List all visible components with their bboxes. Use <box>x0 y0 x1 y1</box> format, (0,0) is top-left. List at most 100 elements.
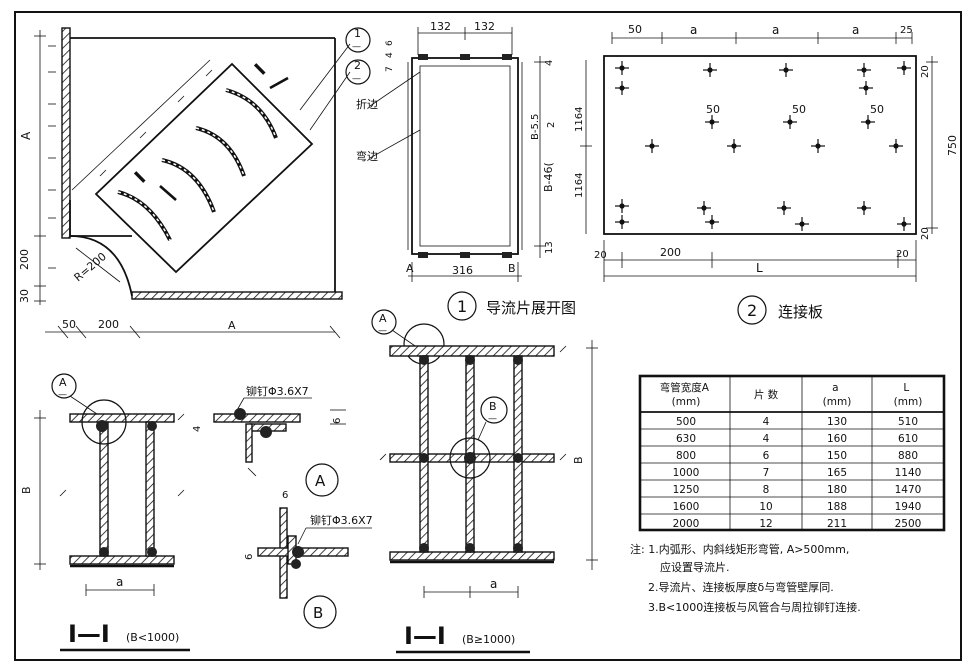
table-cell: 165 <box>827 467 847 479</box>
table-cell: 7 <box>763 467 770 479</box>
detail-A: 铆钉Φ3.6X7 6 4 A <box>192 384 346 497</box>
note-line-3: 2.导流片、连接板厚度δ与弯管壁厚同. <box>648 580 834 594</box>
table-cell: 130 <box>827 416 847 428</box>
small-subtitle: (B<1000) <box>126 631 179 644</box>
detail-A-rivet: 铆钉Φ3.6X7 <box>246 384 309 398</box>
plate-dim-a3: a <box>852 23 859 37</box>
mark-a: A <box>406 262 414 275</box>
dim-6: 6 <box>385 40 395 46</box>
hole-50-1: 50 <box>706 103 720 116</box>
plate-dim-1164-bot: 1164 <box>574 173 585 198</box>
svg-text:L (mm): L (mm) <box>894 382 923 408</box>
callout-2-sub: — <box>352 74 361 84</box>
dim-200-bottom: 200 <box>98 318 119 331</box>
caption-2-num: 2 <box>747 301 757 320</box>
plate-dim-L: L <box>756 261 763 275</box>
dim-A-vertical: A <box>19 131 33 140</box>
label-bend: 弯边 <box>356 149 378 163</box>
dim-4-top: 4 <box>544 60 555 66</box>
plate-dim-750: 750 <box>946 135 959 156</box>
dim-200: 200 <box>18 249 31 270</box>
plate-dim-a2: a <box>772 23 779 37</box>
dim-fraction-bottom: 2 <box>546 122 557 128</box>
large-callout-B-sub: — <box>488 414 497 424</box>
dim-r200: R=200 <box>72 250 109 284</box>
plate-dim-50: 50 <box>628 23 642 36</box>
table-cell: 1140 <box>895 467 922 479</box>
th-count: 片 数 <box>754 388 779 401</box>
section-mark-lower: I <box>131 168 151 188</box>
th-L-l2: (mm) <box>894 396 923 408</box>
small-callout-sub: — <box>58 390 67 400</box>
vane-development-view: 1 — 2 — 132 132 7 4 6 折边 弯边 B-46( B <box>345 20 576 321</box>
small-dim-a: a <box>116 575 123 589</box>
plate-dim-20-tr: 20 <box>920 65 931 78</box>
elbow-view: A 200 30 R=200 <box>18 27 351 339</box>
table-cell: 880 <box>898 450 918 462</box>
dim-30: 30 <box>18 289 31 303</box>
table-cell: 2500 <box>895 518 922 530</box>
large-title: I—I <box>404 622 446 650</box>
hole-50-2: 50 <box>792 103 806 116</box>
svg-text:a (mm): a (mm) <box>823 382 852 408</box>
notes: 注: 1.内弧形、内斜线矩形弯管, A>500mm, 应设置导流片. 2.导流片… <box>630 542 861 614</box>
large-dim-B: B <box>572 456 585 464</box>
detail-B-rivet: 铆钉Φ3.6X7 <box>310 513 373 527</box>
section-mark-upper: I <box>251 60 271 80</box>
table-cell: 6 <box>763 450 770 462</box>
table-cell: 800 <box>676 450 696 462</box>
plate-dim-a1: a <box>690 23 697 37</box>
section-large: A — B — B <box>371 309 598 654</box>
sheet-border <box>14 11 962 661</box>
callout-1-sub: — <box>352 42 361 52</box>
plate-dim-20-right: 20 <box>896 249 909 260</box>
table-cell: 610 <box>898 433 918 445</box>
th-width-l2: (mm) <box>672 396 701 408</box>
detail-A-dim-6: 6 <box>332 418 343 424</box>
table-cell: 150 <box>827 450 847 462</box>
dim-132-left: 132 <box>430 20 451 33</box>
detail-B-dim-6-side: 6 <box>244 554 255 560</box>
table-cell: 8 <box>763 484 770 496</box>
large-callout-A-sub: — <box>378 326 387 336</box>
small-dim-B: B <box>20 486 33 494</box>
plate-dim-20-br: 20 <box>920 227 931 240</box>
caption-1-text: 导流片展开图 <box>486 299 576 317</box>
small-title: I—I <box>68 620 110 648</box>
dim-50: 50 <box>62 318 76 331</box>
table-cell: 211 <box>827 518 847 530</box>
plate-dim-20-left: 20 <box>594 250 607 261</box>
large-subtitle: (B≥1000) <box>462 633 515 646</box>
table-cell: 1470 <box>895 484 922 496</box>
dim-4: 4 <box>385 52 395 58</box>
large-dim-a: a <box>490 577 497 591</box>
table-cell: 1940 <box>895 501 922 513</box>
svg-text:弯管宽度A (mm): 弯管宽度A (mm) <box>660 381 713 408</box>
dim-formula: B-46( <box>542 162 555 192</box>
table-cell: 1250 <box>673 484 700 496</box>
table-cell: 630 <box>676 433 696 445</box>
detail-A-dim-4: 4 <box>192 426 203 432</box>
table-cell: 500 <box>676 416 696 428</box>
table-cell: 12 <box>759 518 772 530</box>
hole-50-3: 50 <box>870 103 884 116</box>
callout-1: 1 <box>354 27 361 40</box>
label-fold: 折边 <box>356 97 378 111</box>
note-line-4: 3.B<1000连接板与风管合与周拉铆钉连接. <box>648 600 861 614</box>
dim-13: 13 <box>544 241 555 254</box>
plate-dim-1164-top: 1164 <box>574 107 585 132</box>
th-width-l1: 弯管宽度A <box>660 381 710 394</box>
table-cell: 2000 <box>673 518 700 530</box>
caption-2-text: 连接板 <box>778 303 823 321</box>
table-cell: 4 <box>763 433 770 445</box>
table-cell: 4 <box>763 416 770 428</box>
small-callout-A: A <box>59 376 67 389</box>
table-cell: 180 <box>827 484 847 496</box>
mark-b: B <box>508 262 516 275</box>
dim-fraction-top: B-5.5 <box>530 114 541 140</box>
